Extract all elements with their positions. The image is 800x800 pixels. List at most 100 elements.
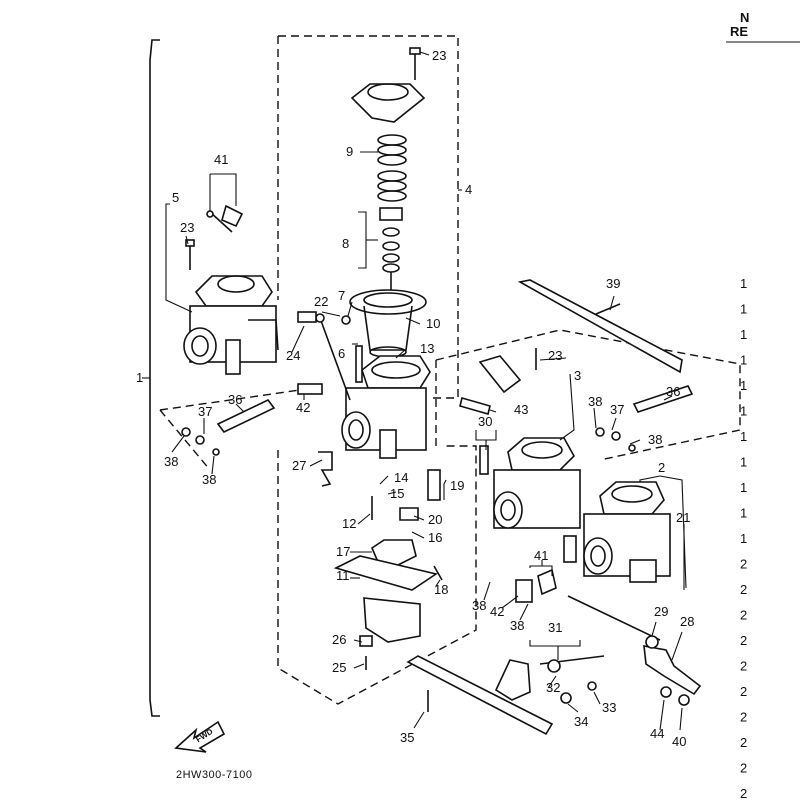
- callout-c37a: 37: [198, 404, 212, 419]
- edge-mark: 2: [740, 710, 747, 725]
- callout-c23a: 23: [432, 48, 446, 63]
- callout-c12: 12: [342, 516, 356, 531]
- callout-c41b: 41: [534, 548, 548, 563]
- drawing-code: 2HW300-7100: [176, 769, 252, 781]
- callout-c17: 17: [336, 544, 350, 559]
- edge-mark: 1: [740, 404, 747, 419]
- idle-nut: [587, 681, 597, 691]
- edge-mark: 1: [740, 353, 747, 368]
- edge-mark: 1: [740, 506, 747, 521]
- lever-nut: [678, 694, 690, 706]
- top-cover-dome: [367, 83, 409, 101]
- callout-c21: 21: [676, 510, 690, 525]
- edge-mark: 2: [740, 684, 747, 699]
- edge-mark: 1: [740, 378, 747, 393]
- callout-c8: 8: [342, 236, 349, 251]
- edge-mark: 2: [740, 735, 747, 750]
- callout-c36a: 36: [228, 392, 242, 407]
- callout-c18: 18: [434, 582, 448, 597]
- callout-c31: 31: [548, 620, 562, 635]
- carburetor-right-2: [583, 481, 671, 583]
- drain-hose-27: [318, 451, 333, 487]
- callout-c19: 19: [450, 478, 464, 493]
- edge-mark: 2: [740, 582, 747, 597]
- callout-c13: 13: [420, 341, 434, 356]
- callout-c16: 16: [428, 530, 442, 545]
- callout-c3: 3: [574, 368, 581, 383]
- corner-text-2: RE: [730, 24, 748, 39]
- callout-c32: 32: [546, 680, 560, 695]
- callout-c20: 20: [428, 512, 442, 527]
- callout-c41a: 41: [214, 152, 228, 167]
- callout-c1: 1: [136, 370, 143, 385]
- callout-c42b: 42: [490, 604, 504, 619]
- edge-mark: 2: [740, 659, 747, 674]
- callout-c35: 35: [400, 730, 414, 745]
- callout-c34: 34: [574, 714, 588, 729]
- edge-mark: 2: [740, 786, 747, 800]
- callout-c23c: 23: [180, 220, 194, 235]
- top-cover: [350, 83, 426, 123]
- idle-washer: [560, 692, 572, 704]
- callout-c23b: 23: [548, 348, 562, 363]
- callout-c27: 27: [292, 458, 306, 473]
- edge-mark: 1: [740, 531, 747, 546]
- callout-c44: 44: [650, 726, 664, 741]
- callout-c30: 30: [478, 414, 492, 429]
- carburetor-right-3: [478, 348, 581, 529]
- pipe-42-right: [515, 579, 533, 603]
- callout-c38f: 38: [510, 618, 524, 633]
- callout-c4: 4: [465, 182, 472, 197]
- callout-c38d: 38: [648, 432, 662, 447]
- carburetor-center: [297, 311, 431, 459]
- idle-screw-spring: [547, 659, 561, 673]
- needle-jet-set: [379, 207, 403, 300]
- callout-c42a: 42: [296, 400, 310, 415]
- throttle-shaft: [567, 595, 661, 641]
- corner-header: N RE: [726, 10, 800, 43]
- callout-c7: 7: [338, 288, 345, 303]
- group-box-lower: [277, 445, 477, 705]
- callout-c26: 26: [332, 632, 346, 647]
- diaphragm-cover-assembly: [349, 47, 427, 358]
- jet-set-19: [427, 469, 441, 501]
- assembly-bracket-1: [149, 39, 160, 717]
- fwd-arrow: FWD: [174, 720, 226, 753]
- edge-mark: 2: [740, 608, 747, 623]
- edge-mark: 1: [740, 327, 747, 342]
- carburetor-left: [183, 204, 279, 375]
- callout-c40: 40: [672, 734, 686, 749]
- callout-c29: 29: [654, 604, 668, 619]
- callout-c15: 15: [390, 486, 404, 501]
- callout-c37b: 37: [610, 402, 624, 417]
- group-box-left-link: [159, 389, 301, 411]
- callout-c38a: 38: [164, 454, 178, 469]
- callout-c28: 28: [680, 614, 694, 629]
- edge-mark: 1: [740, 429, 747, 444]
- callout-c5: 5: [172, 190, 179, 205]
- callout-c39: 39: [606, 276, 620, 291]
- callout-c38e: 38: [472, 598, 486, 613]
- link-plate-screw: [595, 303, 621, 315]
- callout-c10: 10: [426, 316, 440, 331]
- callout-c6: 6: [338, 346, 345, 361]
- edge-mark: 2: [740, 557, 747, 572]
- float-bowl-assembly: [333, 496, 443, 670]
- callout-c38b: 38: [202, 472, 216, 487]
- callout-c2: 2: [658, 460, 665, 475]
- edge-mark: 2: [740, 633, 747, 648]
- fuel-pipes: [181, 385, 694, 456]
- upper-link-plate: [517, 279, 683, 374]
- pilot-screw: [563, 535, 577, 563]
- lever-collar: [660, 686, 672, 698]
- callout-c38c: 38: [588, 394, 602, 409]
- edge-mark: 1: [740, 455, 747, 470]
- edge-mark: 1: [740, 302, 747, 317]
- diaphragm-piston: [349, 289, 427, 358]
- cover-screw-head: [409, 47, 421, 55]
- edge-mark: 1: [740, 276, 747, 291]
- callout-c33: 33: [602, 700, 616, 715]
